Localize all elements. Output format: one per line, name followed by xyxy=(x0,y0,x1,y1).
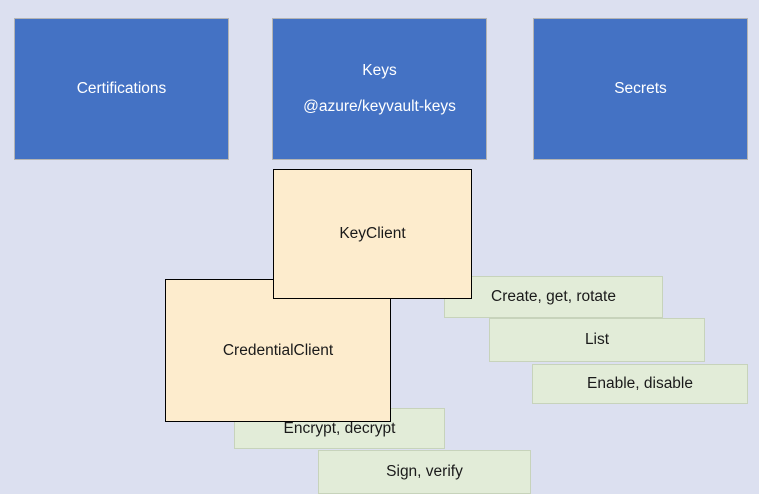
operation-box-enable-disable[interactable]: Enable, disable xyxy=(532,364,748,404)
package-subtitle-keys: @azure/keyvault-keys xyxy=(303,98,456,115)
client-box-key-client[interactable]: KeyClient xyxy=(273,169,472,299)
package-title-keys: Keys xyxy=(362,62,397,80)
operation-label-enable-disable: Enable, disable xyxy=(587,375,693,392)
client-box-credential-client[interactable]: CredentialClient xyxy=(165,279,391,422)
operation-box-sign-verify[interactable]: Sign, verify xyxy=(318,450,531,494)
operation-label-list: List xyxy=(584,331,610,348)
operation-label-encrypt-decrypt: Encrypt, decrypt xyxy=(283,419,396,437)
package-box-keys[interactable]: Keys @azure/keyvault-keys xyxy=(272,18,487,160)
operation-box-create-get-rotate[interactable]: Create, get, rotate xyxy=(444,276,663,318)
client-label-key-client: KeyClient xyxy=(339,225,406,242)
client-label-credential-client: CredentialClient xyxy=(222,341,334,359)
operation-label-sign-verify: Sign, verify xyxy=(386,463,463,480)
package-title-certifications: Certifications xyxy=(76,80,167,98)
operation-box-list[interactable]: List xyxy=(489,318,705,362)
operation-label-create-get-rotate: Create, get, rotate xyxy=(491,288,616,305)
package-title-secrets: Secrets xyxy=(614,80,667,98)
package-box-certifications[interactable]: Certifications xyxy=(14,18,229,160)
package-box-secrets[interactable]: Secrets xyxy=(533,18,748,160)
